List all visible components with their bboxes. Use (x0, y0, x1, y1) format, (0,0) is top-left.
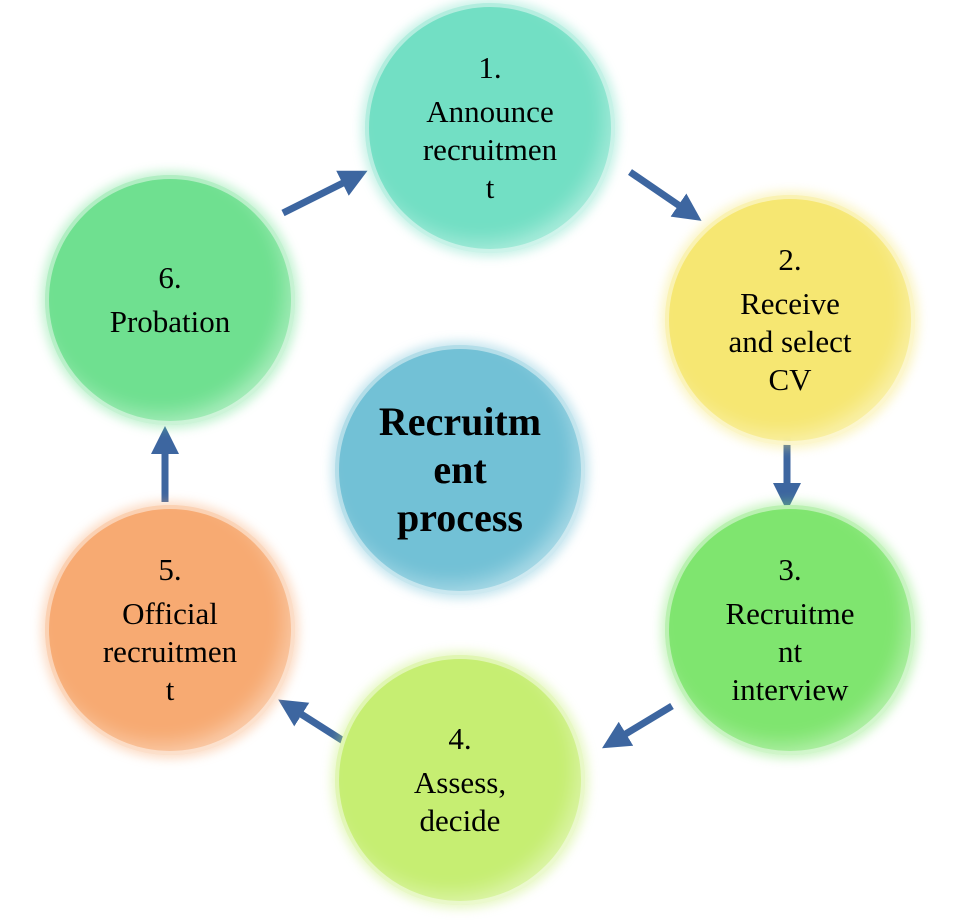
step-3-node: 3. Recruitme nt interview (665, 505, 915, 755)
step-line: Assess, (413, 765, 507, 800)
step-2-node: 2. Receive and select CV (665, 195, 915, 445)
step-1-node: 1. Announce recruitmen t (365, 3, 615, 253)
step-line: interview (731, 672, 849, 707)
step-line: Official (122, 596, 218, 631)
step-number: 6. (158, 260, 182, 295)
step-6-node: 6. Probation (45, 175, 295, 425)
arrow-3-to-4 (602, 703, 674, 749)
step-number: 5. (158, 552, 182, 587)
step-number: 4. (448, 721, 472, 756)
center-line: ent (433, 447, 487, 492)
step-line: Receive (740, 286, 840, 321)
arrow-4-to-5 (278, 699, 347, 745)
center-line: Recruitm (378, 399, 542, 444)
step-line: recruitmen (102, 634, 238, 669)
arrow-6-to-1 (281, 170, 368, 217)
step-line: Recruitme (725, 596, 855, 631)
step-5-node: 5. Official recruitmen t (45, 505, 295, 755)
step-number: 3. (778, 552, 802, 587)
step-line: t (485, 170, 495, 205)
step-4-node: 4. Assess, decide (335, 655, 585, 905)
center-node: Recruitm ent process (335, 345, 585, 595)
step-number: 2. (778, 242, 802, 277)
arrow-1-to-2 (628, 169, 702, 221)
step-line: recruitmen (422, 132, 558, 167)
step-line: decide (419, 803, 501, 838)
step-line: Probation (109, 304, 231, 339)
step-line: Announce (426, 94, 554, 129)
step-line: nt (777, 634, 803, 669)
step-number: 1. (478, 50, 502, 85)
center-line: process (397, 495, 523, 540)
step-line: and select (728, 324, 852, 359)
step-line: t (165, 672, 175, 707)
step-line: CV (768, 362, 812, 397)
